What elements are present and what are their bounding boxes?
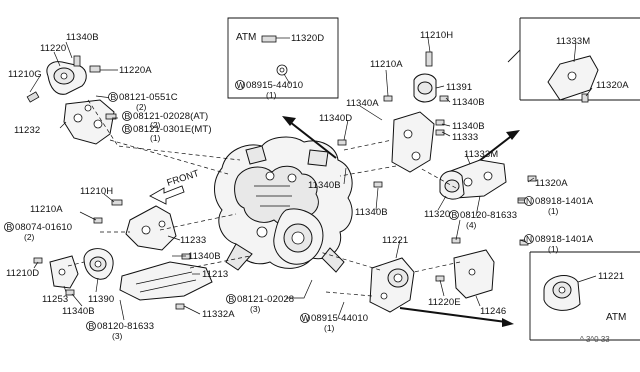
label-11340B: 11340B bbox=[452, 121, 485, 132]
label-11220: 11220 bbox=[40, 43, 66, 54]
label-qty: (3) bbox=[250, 304, 261, 314]
plate-11213 bbox=[119, 253, 213, 310]
prefix-n: N bbox=[526, 234, 532, 244]
mount-11221 bbox=[369, 257, 415, 313]
mount-11320 bbox=[373, 170, 537, 204]
label-08918-1401A: 08918-1401A bbox=[535, 196, 594, 207]
label-11320D: 11320D bbox=[291, 33, 324, 44]
label-qty: (1) bbox=[548, 206, 559, 216]
label-11333M: 11333M bbox=[556, 36, 590, 47]
label-qty: (1) bbox=[266, 90, 277, 100]
atm-inset-topright-frame bbox=[519, 17, 640, 101]
label-08120-81633: 08120-81633 bbox=[97, 321, 154, 332]
atm-label-top: ATM bbox=[236, 32, 256, 43]
label-11340A: 11340A bbox=[346, 98, 379, 109]
label-11320: 11320 bbox=[424, 209, 450, 220]
label-08120-81633: 08120-81633 bbox=[460, 210, 517, 221]
label-08121-02028: 08121-02028 bbox=[237, 294, 294, 305]
label-08915-44010: 08915-44010 bbox=[246, 80, 303, 91]
label-11221: 11221 bbox=[382, 235, 408, 246]
label-11220A: 11220A bbox=[119, 65, 152, 76]
bracket-11233 bbox=[93, 199, 177, 251]
inset-arrows bbox=[282, 116, 520, 327]
mount-11390 bbox=[83, 248, 114, 280]
label-08074-01610: 08074-01610 bbox=[15, 222, 72, 233]
prefix-b: B bbox=[89, 321, 95, 331]
label-11391: 11391 bbox=[446, 82, 472, 93]
label-11210H: 11210H bbox=[420, 30, 453, 41]
inset-bottomright-parts bbox=[543, 275, 581, 311]
bracket-11253 bbox=[33, 255, 79, 296]
label-qty: (1) bbox=[150, 133, 161, 143]
label-11340B: 11340B bbox=[66, 32, 99, 43]
bracket-11246 bbox=[435, 237, 529, 299]
mount-11391 bbox=[413, 51, 449, 136]
prefix-n: N bbox=[526, 196, 532, 206]
label-11213: 11213 bbox=[202, 269, 228, 280]
label-11332A: 11332A bbox=[202, 309, 235, 320]
label-11340B: 11340B bbox=[188, 251, 221, 262]
label-08121-0301E-mt: 08121-0301E(MT) bbox=[133, 124, 212, 135]
label-11232: 11232 bbox=[14, 125, 40, 136]
label-11320A: 11320A bbox=[596, 80, 629, 91]
prefix-w: W bbox=[237, 80, 245, 90]
assembly-lines bbox=[67, 99, 461, 297]
prefix-w: W bbox=[302, 313, 310, 323]
label-11333M: 11333M bbox=[464, 149, 498, 160]
label-11246: 11246 bbox=[480, 306, 506, 317]
prefix-circles: B B B B B B B W W N N bbox=[4, 80, 534, 331]
label-08121-02028-at: 08121-02028(AT) bbox=[133, 111, 208, 122]
label-qty: (1) bbox=[548, 244, 559, 254]
label-11210H: 11210H bbox=[80, 186, 113, 197]
label-qty: (2) bbox=[150, 120, 161, 130]
atm-inset-topright-link bbox=[507, 49, 521, 63]
label-08918-1401A: 08918-1401A bbox=[535, 234, 594, 245]
label-08915-44010: 08915-44010 bbox=[311, 313, 368, 324]
label-11340B: 11340B bbox=[452, 97, 485, 108]
label-qty: (1) bbox=[324, 323, 335, 333]
prefix-b: B bbox=[111, 92, 117, 102]
label-08121-0551C: 08121-0551C bbox=[119, 92, 178, 103]
label-11320A: 11320A bbox=[535, 178, 568, 189]
label-11210A: 11210A bbox=[30, 204, 63, 215]
label-qty: (3) bbox=[112, 331, 123, 341]
inset-topright-parts bbox=[547, 55, 599, 103]
engine-assembly bbox=[214, 136, 353, 273]
diagram-code: ^ 3^0 33 bbox=[580, 335, 610, 344]
front-label: FRONT bbox=[166, 168, 201, 189]
label-11340B: 11340B bbox=[355, 207, 388, 218]
label-11220E: 11220E bbox=[428, 297, 461, 308]
label-11210D: 11210D bbox=[6, 268, 39, 279]
prefix-b: B bbox=[7, 222, 13, 232]
atm-inset-top-frame bbox=[227, 17, 339, 99]
bracket-11232 bbox=[63, 99, 117, 145]
bracket-11333 bbox=[337, 95, 435, 173]
label-11333: 11333 bbox=[452, 132, 478, 143]
label-11253: 11253 bbox=[42, 294, 68, 305]
mount-11220 bbox=[26, 55, 101, 103]
label-11221: 11221 bbox=[598, 271, 624, 282]
prefix-b: B bbox=[125, 111, 131, 121]
label-qty: (2) bbox=[24, 232, 35, 242]
label-11340D: 11340D bbox=[319, 113, 352, 124]
part-labels: 11340B 11220 11210G 11220A 08121-0551C (… bbox=[6, 30, 629, 344]
label-11210A: 11210A bbox=[370, 59, 403, 70]
front-arrow: FRONT bbox=[149, 168, 201, 205]
label-11233: 11233 bbox=[180, 235, 206, 246]
prefix-b: B bbox=[125, 124, 131, 134]
prefix-b: B bbox=[452, 210, 458, 220]
label-11340B: 11340B bbox=[308, 180, 341, 191]
label-qty: (4) bbox=[466, 220, 477, 230]
label-11390: 11390 bbox=[88, 294, 114, 305]
atm-label-bottom: ATM bbox=[606, 312, 626, 323]
label-qty: (2) bbox=[136, 102, 147, 112]
inset-top-parts bbox=[261, 35, 288, 76]
label-11340B: 11340B bbox=[62, 306, 95, 317]
label-11210G: 11210G bbox=[8, 69, 42, 80]
prefix-b: B bbox=[229, 294, 235, 304]
atm-inset-bottomright-frame bbox=[529, 251, 640, 341]
